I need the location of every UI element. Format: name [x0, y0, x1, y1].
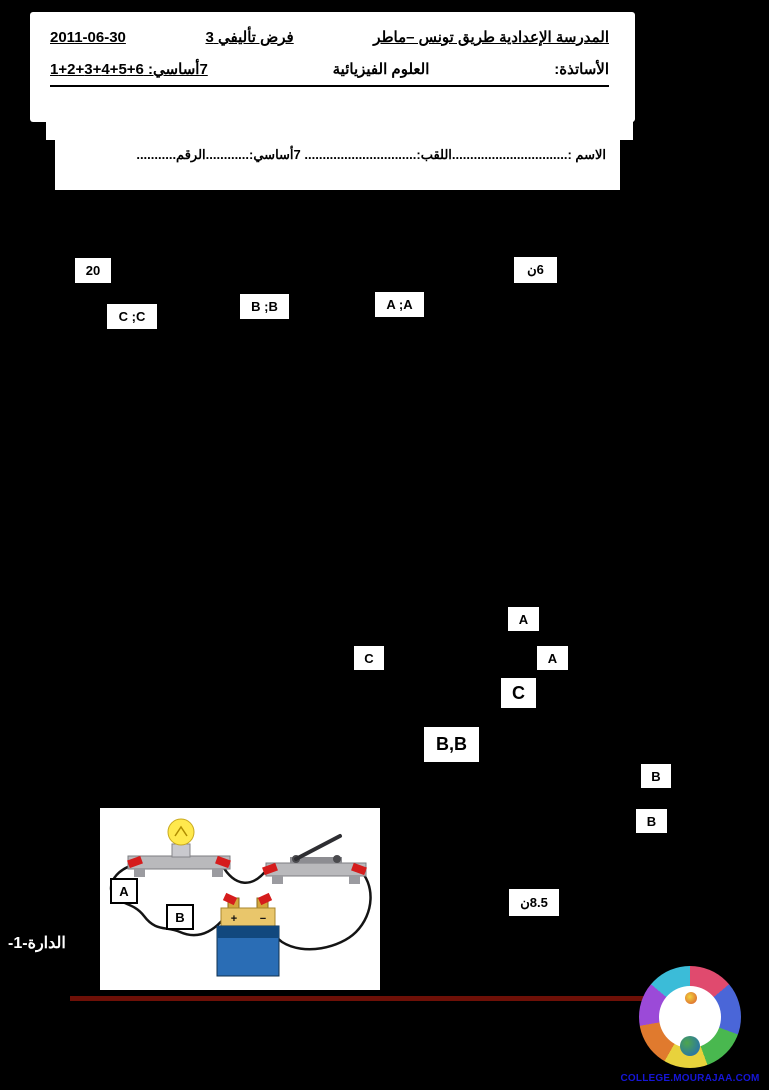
battery-icon: + − [216, 897, 280, 977]
total-score-box: 20 [75, 258, 111, 283]
exam-date: 2011-06-30 [50, 29, 126, 46]
answer-box-a1: A [508, 607, 539, 631]
answer-box-cc: C ;C [107, 304, 157, 329]
logo-emblem-icon [685, 992, 697, 1004]
circuit-figure: + − A B [100, 808, 380, 990]
globe-icon [680, 1036, 700, 1056]
answer-box-aa: A ;A [375, 292, 424, 317]
answer-box-a2: A [537, 646, 568, 670]
clip-icons [127, 855, 367, 906]
answer-box-b2: B [636, 809, 667, 833]
school-name: المدرسة الإعدادية طريق تونس –ماطر [373, 29, 609, 46]
exam-title: فرض تأليفي 3 [205, 29, 294, 46]
circuit-caption: الدارة-1- [8, 935, 66, 952]
student-identity-line: الاسم :................................ا… [136, 147, 606, 162]
bottom-rule [70, 996, 706, 1001]
terminal-label-a: A [110, 878, 138, 904]
website-label: COLLEGE.MOURAJAA.COM [620, 1073, 760, 1084]
student-identity-box: الاسم :................................ا… [55, 138, 620, 190]
scroll-bottom-edge [46, 120, 633, 140]
question2-points-box: 8.5ن [509, 889, 559, 916]
logo-ring-icon [639, 966, 741, 1068]
lamp-icon [167, 818, 195, 858]
answer-box-c-bold: C [501, 678, 536, 708]
site-logo: COLLEGE.MOURAJAA.COM [612, 966, 768, 1084]
battery-plus-label: + [231, 913, 237, 925]
terminal-label-b: B [166, 904, 194, 930]
answer-box-bb: B ;B [240, 294, 289, 319]
answer-box-c1: C [354, 646, 384, 670]
question1-points-box: 6ن [514, 257, 557, 283]
subject-name: العلوم الفيزيائية [332, 61, 430, 78]
grade-sections: 7أساسي: 6+5+4+3+2+1 [50, 61, 208, 78]
circuit-diagram: + − [109, 818, 372, 977]
switch-icon [290, 834, 342, 863]
switch-support [265, 862, 367, 884]
exam-header-banner: المدرسة الإعدادية طريق تونس –ماطر فرض تأ… [30, 12, 635, 122]
lamp-support [127, 855, 231, 877]
answer-box-bb-bold: B,B [424, 727, 479, 762]
battery-minus-label: − [260, 913, 266, 925]
teachers-label: الأساتذة: [554, 61, 609, 78]
answer-box-b1: B [641, 764, 671, 788]
